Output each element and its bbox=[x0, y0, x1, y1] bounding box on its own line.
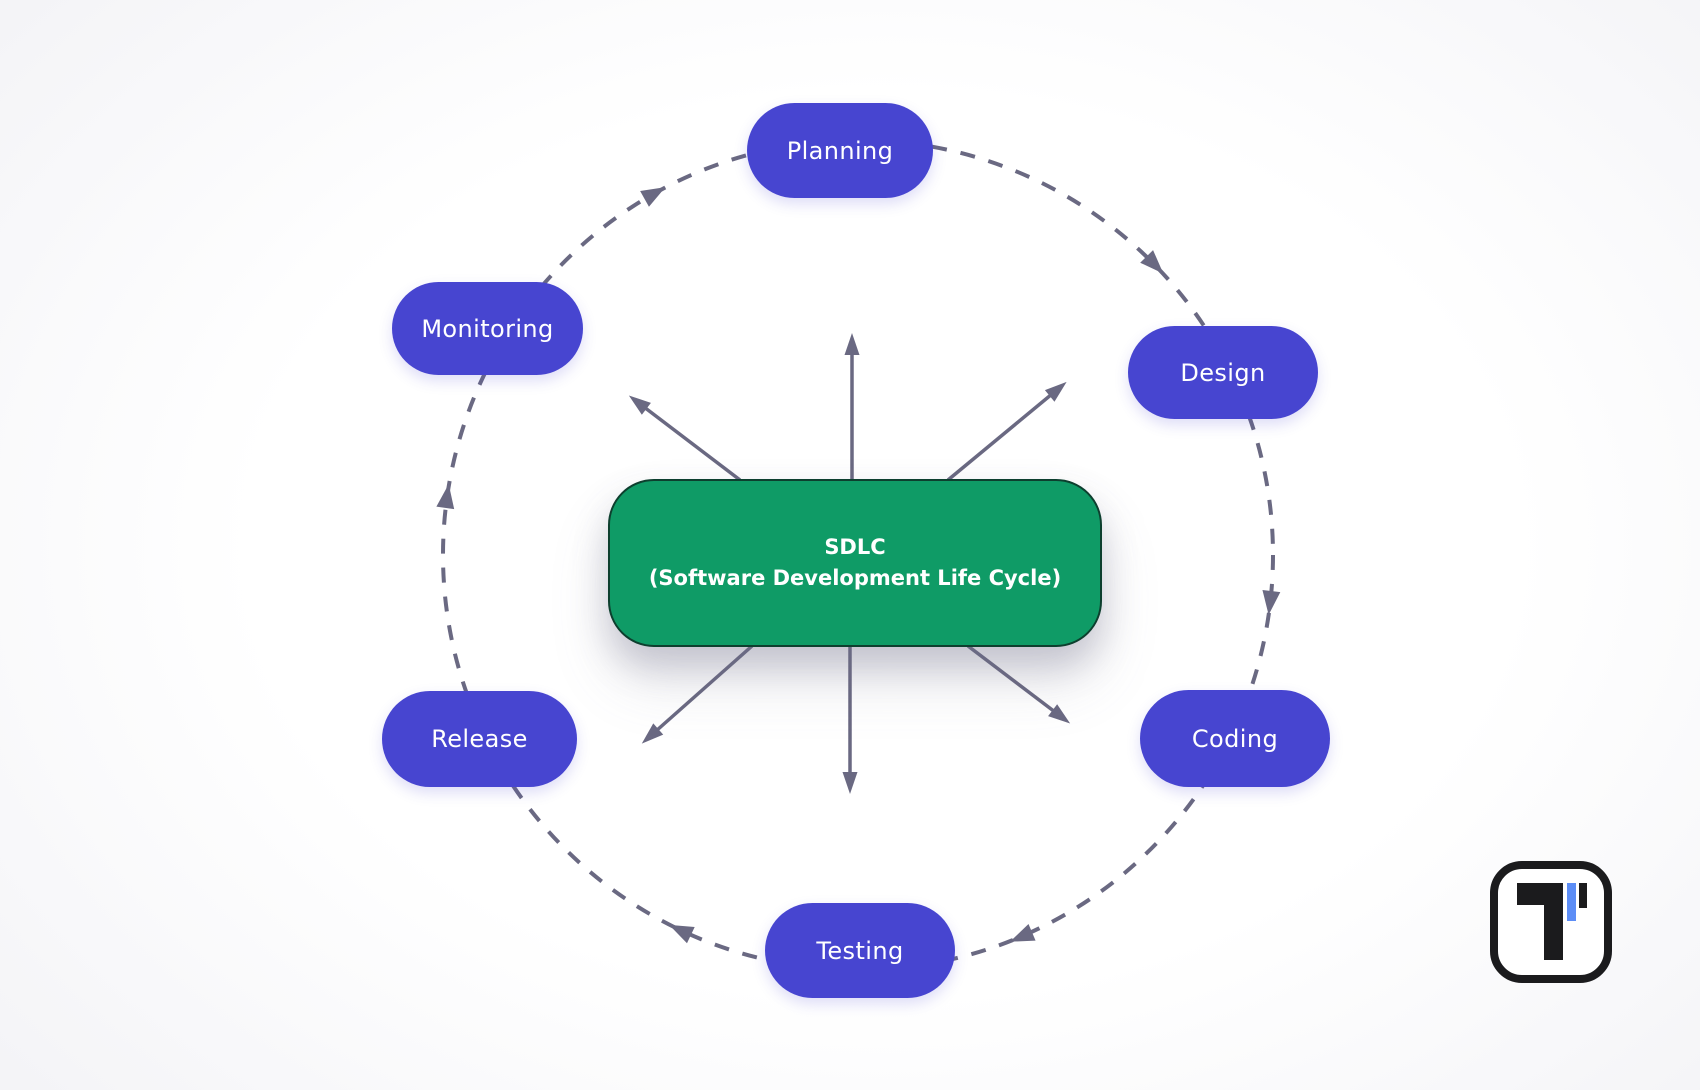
center-sdlc-box: SDLC (Software Development Life Cycle) bbox=[608, 479, 1102, 647]
brand-logo bbox=[1490, 861, 1612, 983]
node-testing: Testing bbox=[765, 903, 955, 998]
arrowhead-testing-to-release bbox=[669, 924, 695, 944]
node-testing-label: Testing bbox=[816, 936, 904, 965]
logo-t-glyph bbox=[1517, 883, 1563, 960]
logo-blue-bar bbox=[1567, 883, 1576, 921]
node-coding: Coding bbox=[1140, 690, 1330, 787]
node-design: Design bbox=[1128, 326, 1318, 419]
center-radiating-arrows bbox=[628, 333, 1071, 794]
arrow-down-left bbox=[641, 644, 754, 744]
arrowhead-design-to-coding bbox=[1262, 590, 1281, 615]
arrowhead-monitoring-to-planning bbox=[640, 187, 666, 207]
node-release-label: Release bbox=[431, 725, 528, 753]
logo-small-bar bbox=[1579, 883, 1587, 908]
center-subtitle: (Software Development Life Cycle) bbox=[648, 566, 1062, 590]
arrow-up-right bbox=[946, 381, 1067, 482]
arrow-up-left bbox=[628, 395, 742, 482]
node-monitoring-label: Monitoring bbox=[421, 314, 554, 343]
arrowhead-release-to-monitoring bbox=[436, 484, 455, 510]
node-coding-label: Coding bbox=[1191, 724, 1279, 753]
arrow-down-right bbox=[966, 644, 1071, 724]
node-planning-label: Planning bbox=[786, 136, 894, 165]
arrowhead-coding-to-testing bbox=[1009, 924, 1036, 942]
node-monitoring: Monitoring bbox=[392, 282, 583, 375]
center-title: SDLC bbox=[824, 534, 886, 559]
arrowhead-planning-to-design bbox=[1140, 250, 1164, 274]
node-design-label: Design bbox=[1180, 358, 1266, 387]
cycle-flow-arrowheads bbox=[436, 187, 1281, 944]
node-planning: Planning bbox=[747, 103, 933, 198]
node-release: Release bbox=[382, 691, 577, 787]
